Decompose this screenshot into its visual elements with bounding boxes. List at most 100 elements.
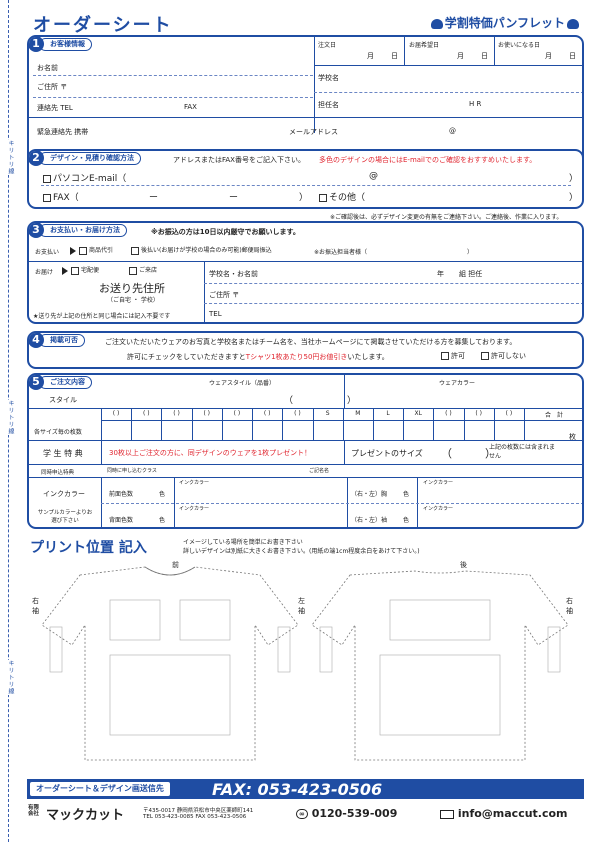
size-divider [493, 408, 495, 440]
footer-banner: オーダーシート＆デザイン画送信先 FAX: 053-423-0506 [27, 779, 584, 799]
payment-later[interactable]: 後払い(お届けが学校の場合のみ可能)郵便局振込 [131, 245, 272, 255]
section-title: お支払い・お届け方法 [39, 224, 127, 237]
front-shirt-diagram[interactable] [40, 565, 300, 765]
section-number: 2 [29, 151, 44, 166]
section-title: デザイン・見積り確認方法 [39, 152, 141, 165]
other-option[interactable]: その他（ [319, 190, 365, 203]
cut-label: キリトリ線 [6, 660, 15, 695]
freedial-icon: ∞ [296, 809, 308, 819]
frog-icon [430, 18, 443, 29]
size-divider [433, 408, 435, 440]
section-customer-info: 1 お客様情報 注文日 月日 お届希望日 月日 お使いになる日 月日 お名前 ご… [27, 35, 584, 169]
delivery-pickup[interactable]: ご来店 [129, 265, 157, 275]
size-divider [252, 408, 254, 440]
payment-cod[interactable]: 商品代引 [67, 245, 113, 255]
size-header-cell: ( ) [143, 410, 150, 417]
size-header-cell: ( ) [112, 410, 120, 417]
size-divider [221, 408, 223, 440]
allow-option[interactable]: 許可 [441, 351, 465, 361]
section-payment-delivery: 3 お支払い・お届け方法 ※お振込の方は10日以内厳守でお願いします。 お支払い… [27, 221, 584, 324]
section-number: 4 [29, 333, 44, 348]
section-title: 掲載可否 [39, 334, 85, 347]
pickup-checkbox[interactable] [129, 266, 137, 275]
size-header-cell: ( ) [505, 410, 513, 417]
size-header-cell: L [386, 410, 390, 417]
confirm-footnote: ※ご確認後は、必ずデザイン変更の有無をご連絡下さい。ご連絡後、作業に入ります。 [330, 214, 563, 221]
size-header-cell: ( ) [475, 410, 482, 417]
front-label: 前 [172, 561, 179, 569]
email-label: メールアドレス [289, 128, 338, 136]
name-label: お名前 [37, 64, 58, 72]
size-divider [161, 408, 163, 440]
section-number: 5 [29, 375, 44, 390]
size-header-cell: 合 計 [544, 412, 563, 419]
size-divider [403, 408, 405, 440]
section-number: 3 [29, 223, 44, 238]
size-header-cell: XL [414, 410, 422, 417]
email-checkbox[interactable] [43, 174, 51, 183]
print-title: プリント位置 記入 [30, 540, 147, 556]
takkyubin-checkbox[interactable] [71, 266, 79, 275]
size-divider [372, 408, 374, 440]
contact-tel-label: 連絡先 TEL [37, 104, 73, 112]
footer-fax: FAX: 053-423-0506 [212, 780, 383, 799]
size-header-cell: ( ) [445, 410, 452, 417]
size-header-cell: ( ) [233, 410, 241, 417]
size-header-cell: M [355, 410, 361, 417]
size-header-cell: ( ) [263, 410, 271, 417]
deny-checkbox[interactable] [481, 352, 489, 360]
teacher-label: 担任名 [318, 101, 339, 109]
fax-checkbox[interactable] [43, 193, 51, 202]
right-sleeve-label: 右袖 [566, 597, 573, 615]
fax-label: FAX [184, 103, 197, 111]
section-design-confirm: 2 デザイン・見積り確認方法 アドレスまたはFAX番号をご記入下さい。 多色のデ… [27, 149, 584, 209]
back-label: 後 [460, 561, 467, 569]
email-option[interactable]: パソコンE-mail（ [43, 171, 126, 184]
back-shirt-diagram[interactable] [310, 565, 570, 765]
use-date-label: お使いになる日 [498, 42, 541, 49]
company-name: マックカット [46, 808, 125, 823]
size-header-cell: ( ) [203, 410, 211, 417]
section-title: お客様情報 [39, 38, 92, 51]
size-divider [282, 408, 284, 440]
size-header-cell: ( ) [294, 410, 301, 417]
allow-checkbox[interactable] [441, 352, 449, 360]
cod-checkbox[interactable] [79, 246, 87, 255]
size-divider [342, 408, 344, 440]
footer-label: オーダーシート＆デザイン画送信先 [30, 782, 170, 796]
size-divider [191, 408, 193, 440]
left-sleeve-label: 左袖 [298, 597, 305, 615]
size-divider [131, 408, 133, 440]
address-label: ご住所 〒 [37, 83, 68, 91]
section-title: ご注文内容 [39, 376, 92, 389]
dest-title: お送り先住所 [99, 282, 165, 295]
deny-option[interactable]: 許可しない [481, 351, 526, 361]
section-number: 1 [29, 37, 44, 52]
size-divider [524, 408, 525, 440]
later-checkbox[interactable] [131, 246, 139, 255]
hope-date-label: お届希望日 [409, 42, 440, 49]
footer-email[interactable]: info@maccut.com [440, 807, 568, 820]
cut-label: キリトリ線 [6, 140, 15, 175]
right-sleeve-label: 右袖 [32, 597, 39, 615]
mail-icon [440, 809, 454, 819]
size-divider [312, 408, 314, 440]
size-header-row: ( ) ( ) ( ) ( ) ( ) ( ) ( ) S M L XL ( ) ( ) ( ) 合 計 [101, 408, 582, 440]
size-header-cell: ( ) [173, 410, 180, 417]
size-divider [463, 408, 465, 440]
other-checkbox[interactable] [319, 193, 327, 202]
size-header-cell: S [325, 410, 330, 417]
frog-icon [567, 18, 579, 29]
fax-option[interactable]: FAX（ [43, 190, 79, 203]
section-publish-consent: 4 掲載可否 ご注文いただいたウェアのお写真と学校名またはチーム名を、当社ホーム… [27, 331, 584, 369]
emergency-label: 緊急連絡先 携帯 [37, 128, 89, 136]
order-date-label: 注文日 [318, 42, 337, 49]
school-label: 学校名 [318, 74, 339, 82]
delivery-takkyubin[interactable]: 宅配便 [59, 265, 99, 275]
freedial[interactable]: ∞ 0120-539-009 [296, 807, 397, 820]
cut-label: キリトリ線 [6, 400, 15, 435]
brand-title: 学割特価パンフレット [429, 14, 581, 31]
hr-label: H R [469, 100, 482, 108]
page-title: オーダーシート [33, 15, 173, 36]
section-order-contents: 5 ご注文内容 ウェアスタイル（品番） ウェアカラー スタイル （ ） ( )(… [27, 373, 584, 529]
